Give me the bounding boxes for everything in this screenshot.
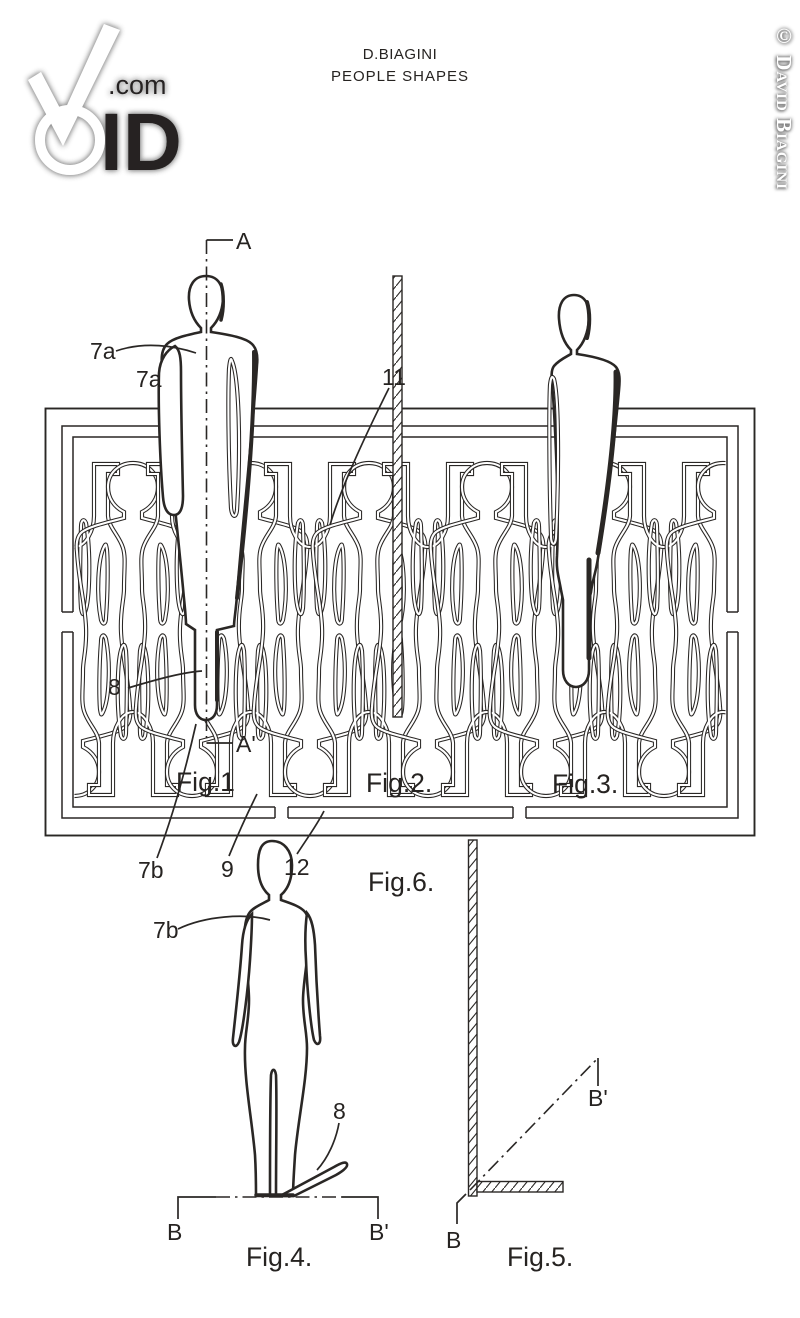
section-a-label: A [236, 228, 252, 254]
ref-7a-lower-label: 7a [136, 366, 162, 392]
fig5-caption: Fig.5. [507, 1242, 573, 1272]
fig4-right-arm [305, 913, 320, 1044]
ref-7a-upper-label: 7a [90, 338, 116, 364]
section-a-prime-label: A' [236, 731, 256, 757]
fig1-caption: Fig.1 [176, 767, 235, 797]
ref-11-label: 11 [382, 364, 406, 390]
fig3-caption: Fig.3. [552, 769, 618, 799]
ref-8-fig1-label: 8 [108, 674, 121, 700]
fig4-silhouette [178, 841, 378, 1219]
fig4-caption: Fig.4. [246, 1242, 312, 1272]
ref-12-label: 12 [284, 854, 310, 880]
section-b-prime-fig5-label: B' [588, 1085, 608, 1111]
fig5-angle-section [457, 840, 598, 1224]
fig6-caption: Fig.6. [368, 867, 434, 897]
ref-9-label: 9 [221, 856, 234, 882]
section-b-fig4-label: B [167, 1219, 182, 1245]
fig2-caption: Fig.2. [366, 768, 432, 798]
fig1-left-arm [159, 346, 183, 515]
ref-7b-fig4-label: 7b [153, 917, 179, 943]
ref-7b-fig1-label: 7b [138, 857, 164, 883]
divider-wall-11 [393, 276, 402, 717]
section-b-prime-fig4-label: B' [369, 1219, 389, 1245]
ref-8-fig4-label: 8 [333, 1098, 346, 1124]
section-b-fig5-label: B [446, 1227, 461, 1253]
